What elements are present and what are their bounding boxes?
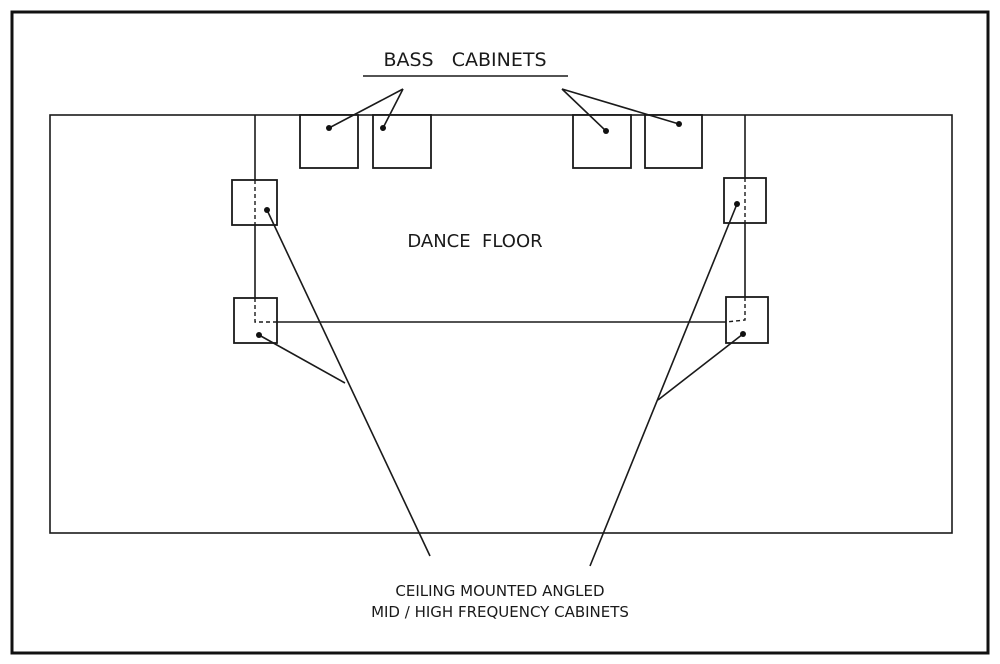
dance-floor-label: DANCE FLOOR <box>407 231 542 252</box>
mid-high-cabinet <box>725 296 769 344</box>
outer-frame <box>10 10 990 655</box>
mid-high-cabinets <box>231 177 769 344</box>
bass-cabinet <box>572 114 632 169</box>
bass-cabinets <box>299 114 703 169</box>
caption-line-1: CEILING MOUNTED ANGLED <box>395 582 604 600</box>
mid-high-leader-lines <box>256 201 746 567</box>
bass-cabinet <box>644 114 703 169</box>
bass-leader-lines <box>326 88 682 134</box>
bass-cabinet <box>299 114 359 169</box>
bass-cabinet <box>372 114 432 169</box>
bass-cabinets-label: BASS CABINETS <box>383 49 546 71</box>
room-outline <box>49 114 953 534</box>
caption-line-2: MID / HIGH FREQUENCY CABINETS <box>371 603 629 621</box>
rigging-lines <box>254 115 746 323</box>
